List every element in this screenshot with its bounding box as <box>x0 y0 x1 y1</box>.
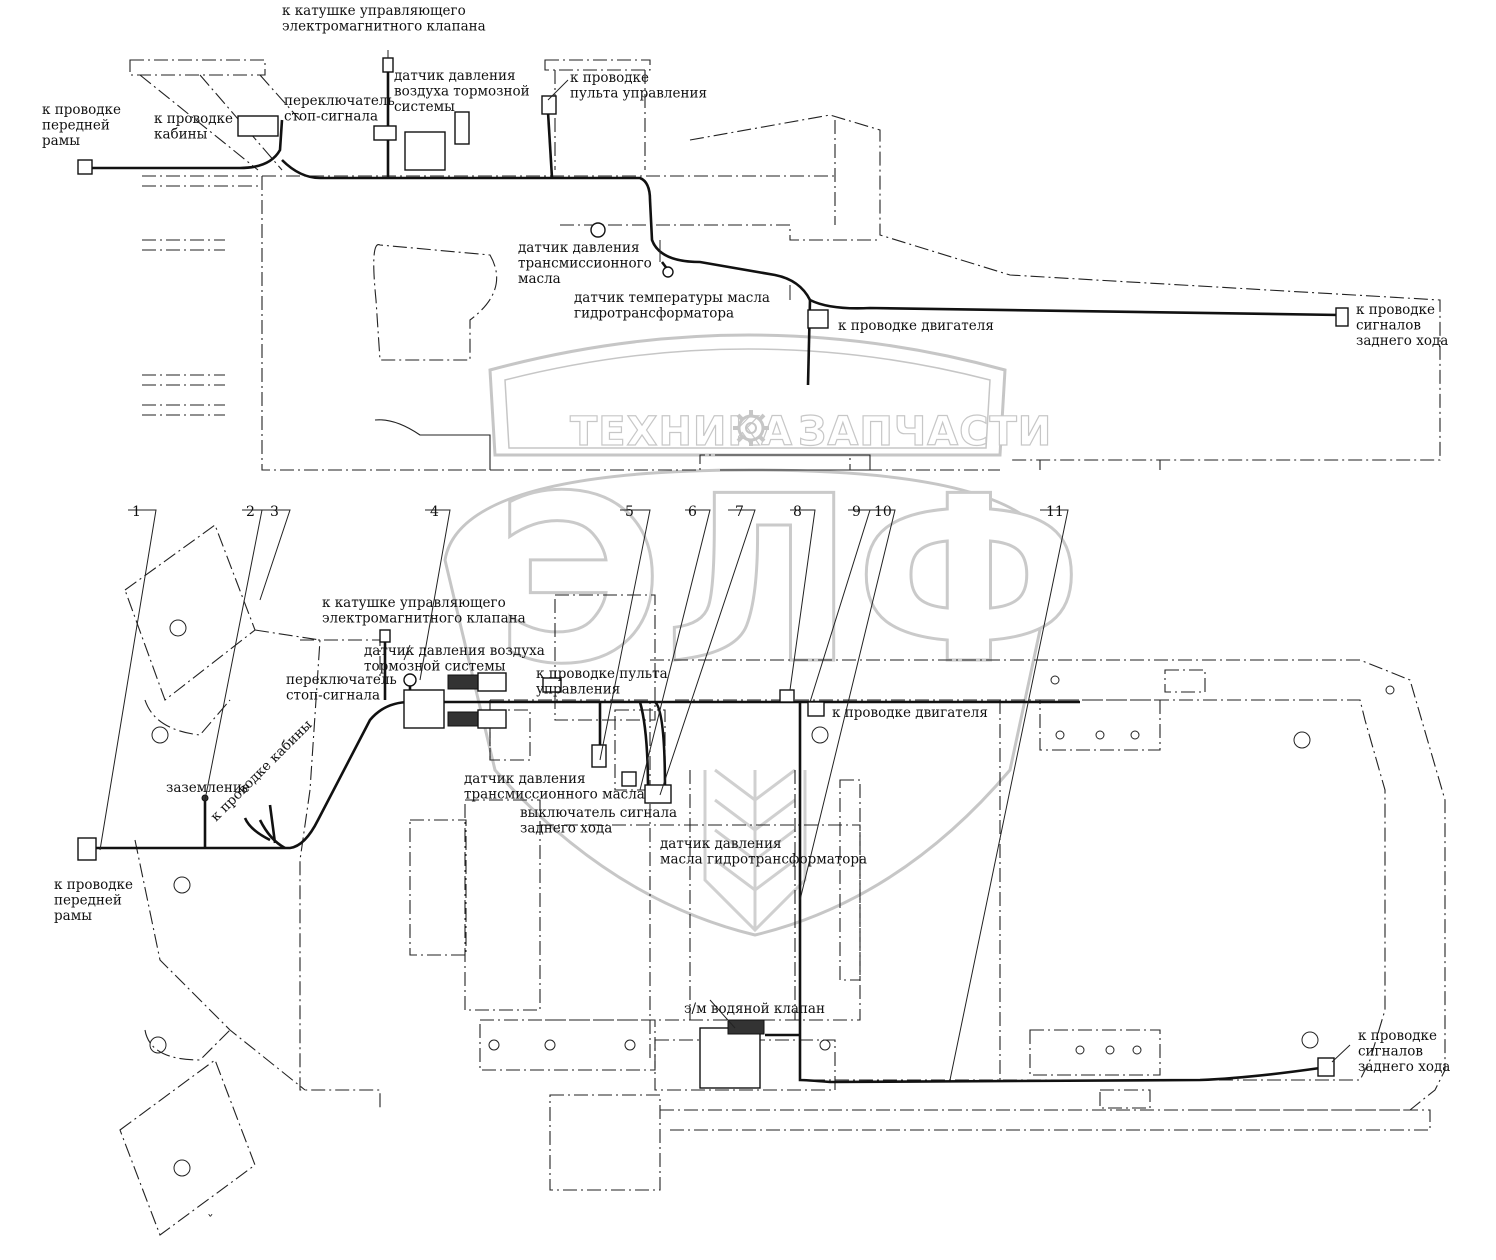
callout-9: 9 <box>852 504 861 520</box>
callout-7: 7 <box>735 504 744 520</box>
gear-icon <box>733 410 769 446</box>
callout-11: 11 <box>1046 504 1064 520</box>
bottom-reverse-connector <box>1317 1057 1335 1077</box>
bottom-main-harness <box>95 700 1321 1084</box>
bottom-trans-oil-sensor <box>591 744 607 768</box>
top-coil-connector <box>382 57 394 73</box>
bottom-aux-sensor <box>447 711 479 727</box>
watermark-shield-body <box>443 468 1057 937</box>
top-main-harness <box>88 119 1341 317</box>
bottom-brake-air-sensor <box>447 674 479 690</box>
wheat-emblem <box>703 768 807 933</box>
callout-2: 2 <box>246 504 255 520</box>
top-view <box>77 50 1441 471</box>
top-temp-sensor <box>662 266 674 278</box>
top-trans-oil-sensor <box>590 222 606 238</box>
top-brake-switch <box>373 125 397 141</box>
watermark-right-word: ЗАПЧАСТИ <box>798 409 1052 455</box>
callout-5: 5 <box>625 504 634 520</box>
top-reverse-connector <box>1335 307 1349 327</box>
bottom-label-water-valve: э/м водяной клапан <box>684 1001 825 1017</box>
bottom-label-ground: заземление <box>166 780 250 796</box>
bottom-brake-valve-block <box>403 689 445 729</box>
top-label-engine: к проводке двигателя <box>838 318 994 334</box>
callout-6: 6 <box>688 504 697 520</box>
bottom-label-cabin: к проводке кабины <box>208 717 316 825</box>
bottom-brake-switch <box>403 673 417 687</box>
bottom-view <box>77 509 1446 1236</box>
bottom-coil-connector <box>379 629 391 643</box>
bottom-label-engine: к проводке двигателя <box>832 705 988 721</box>
callout-10: 10 <box>874 504 892 520</box>
top-front-frame-connector <box>77 159 93 175</box>
top-console-connector <box>541 95 557 115</box>
callout-8: 8 <box>793 504 802 520</box>
callout-4: 4 <box>430 504 439 520</box>
bottom-engine-connector <box>807 701 825 717</box>
bottom-reverse-switch <box>621 771 637 787</box>
top-cabin-connector <box>237 115 279 137</box>
top-brake-valve-block <box>404 131 446 171</box>
bottom-converter-oil-sensor <box>644 784 672 804</box>
top-brake-air-sensor <box>454 111 470 145</box>
watermark: ТЕХНИКА ЗАПЧАСТИ ЭЛФ <box>443 333 1084 937</box>
watermark-shield-outline <box>488 333 1007 457</box>
bottom-front-frame-connector <box>77 837 97 861</box>
callout-1: 1 <box>132 504 141 520</box>
callout-3: 3 <box>270 504 279 520</box>
bottom-marker: ˇ <box>207 1213 214 1229</box>
bottom-console-connector <box>542 677 562 693</box>
watermark-logo: ЭЛФ <box>495 448 1083 715</box>
top-engine-connector <box>807 309 829 329</box>
bottom-water-valve <box>699 1027 761 1089</box>
